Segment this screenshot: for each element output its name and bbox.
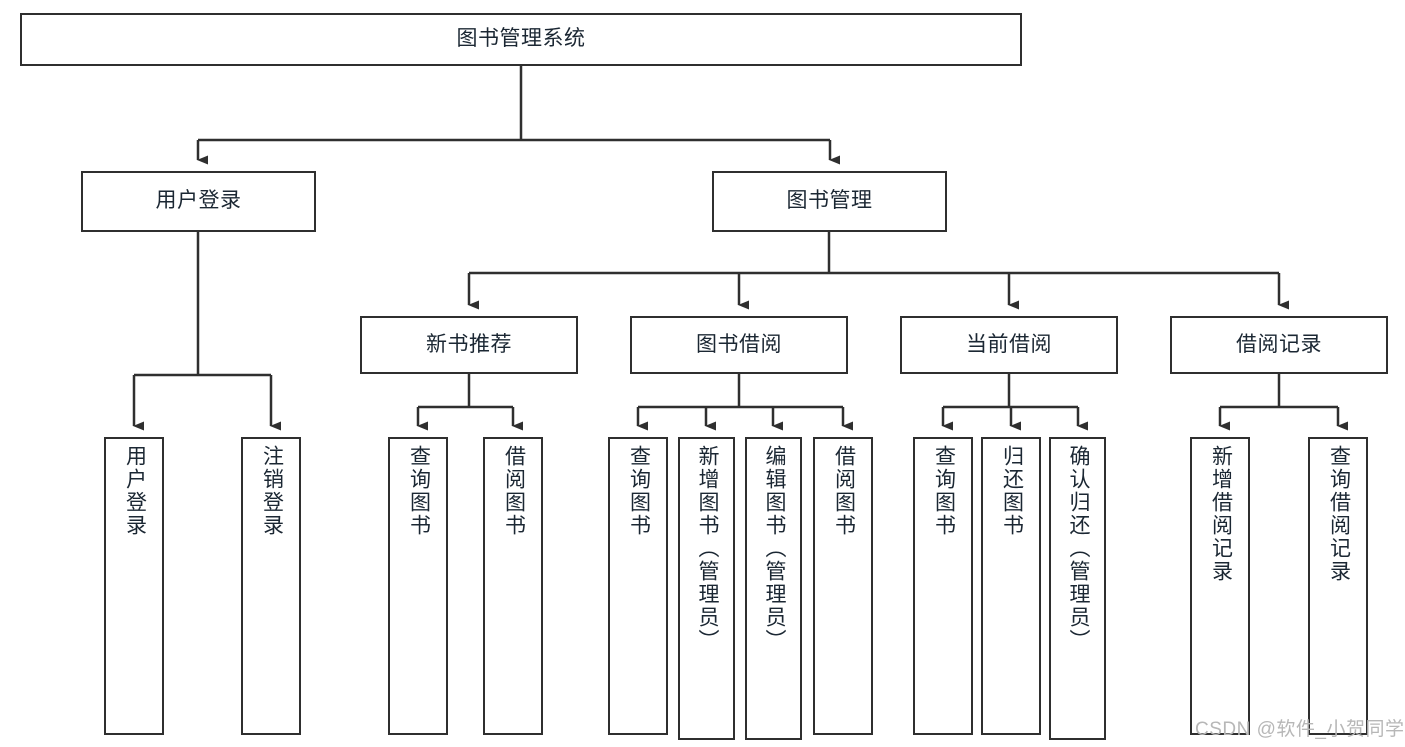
- node-root-label: 图书管理系统: [456, 27, 586, 51]
- edge-bookmgmt-to-level2: [467, 232, 1289, 310]
- node-leaf-query-book-rec[interactable]: 查询图书: [388, 437, 448, 735]
- node-leaf-return-book[interactable]: 归还图书: [981, 437, 1041, 735]
- node-borrow-record-label: 借阅记录: [1236, 332, 1322, 356]
- edge-currentborrow-to-leaves: [941, 374, 1088, 431]
- node-borrow-record[interactable]: 借阅记录: [1170, 316, 1388, 374]
- node-leaf-query-book-borrow-label: 查询图书: [627, 445, 651, 537]
- edge-bookborrow-to-leaves: [636, 374, 853, 431]
- node-leaf-query-book-rec-label: 查询图书: [407, 445, 431, 537]
- csdn-watermark: CSDN @软件_小贺同学: [1195, 719, 1405, 740]
- node-user-login-label: 用户登录: [155, 189, 242, 213]
- node-leaf-user-login[interactable]: 用户登录: [104, 437, 164, 735]
- node-current-borrow-label: 当前借阅: [966, 332, 1052, 356]
- node-book-borrow[interactable]: 图书借阅: [630, 316, 848, 374]
- node-leaf-query-borrow-record-label: 查询借阅记录: [1327, 445, 1351, 583]
- node-current-borrow[interactable]: 当前借阅: [900, 316, 1118, 374]
- node-leaf-add-book-label: 新增图书（管理员）: [695, 445, 719, 652]
- node-new-book-recommend-label: 新书推荐: [426, 332, 512, 356]
- node-leaf-add-borrow-record[interactable]: 新增借阅记录: [1190, 437, 1250, 735]
- edge-root-to-level1: [196, 66, 840, 165]
- node-leaf-user-login-label: 用户登录: [123, 445, 147, 537]
- node-leaf-borrow-book-rec-label: 借阅图书: [502, 445, 526, 537]
- node-book-management[interactable]: 图书管理: [712, 171, 947, 232]
- node-leaf-query-borrow-record[interactable]: 查询借阅记录: [1308, 437, 1368, 735]
- node-new-book-recommend[interactable]: 新书推荐: [360, 316, 578, 374]
- node-leaf-query-book-current-label: 查询图书: [932, 445, 956, 537]
- node-leaf-logout-label: 注销登录: [260, 445, 284, 537]
- node-leaf-query-book-borrow[interactable]: 查询图书: [608, 437, 668, 735]
- node-leaf-borrow-book-label: 借阅图书: [832, 445, 856, 537]
- node-leaf-borrow-book-rec[interactable]: 借阅图书: [483, 437, 543, 735]
- edge-borrowrecord-to-leaves: [1218, 374, 1348, 431]
- node-leaf-return-book-label: 归还图书: [1000, 445, 1024, 537]
- node-leaf-query-book-current[interactable]: 查询图书: [913, 437, 973, 735]
- node-leaf-confirm-return-label: 确认归还（管理员）: [1066, 445, 1090, 652]
- node-book-management-label: 图书管理: [786, 189, 873, 213]
- node-user-login[interactable]: 用户登录: [81, 171, 316, 232]
- node-leaf-borrow-book[interactable]: 借阅图书: [813, 437, 873, 735]
- node-leaf-confirm-return[interactable]: 确认归还（管理员）: [1049, 437, 1106, 740]
- edge-userlogin-to-leaves: [132, 232, 281, 431]
- edge-newbook-to-leaves: [416, 374, 523, 431]
- node-leaf-edit-book[interactable]: 编辑图书（管理员）: [745, 437, 802, 740]
- node-leaf-edit-book-label: 编辑图书（管理员）: [762, 445, 786, 652]
- node-leaf-logout[interactable]: 注销登录: [241, 437, 301, 735]
- node-leaf-add-borrow-record-label: 新增借阅记录: [1209, 445, 1233, 583]
- node-root[interactable]: 图书管理系统: [20, 13, 1022, 66]
- node-book-borrow-label: 图书借阅: [696, 332, 782, 356]
- node-leaf-add-book[interactable]: 新增图书（管理员）: [678, 437, 735, 740]
